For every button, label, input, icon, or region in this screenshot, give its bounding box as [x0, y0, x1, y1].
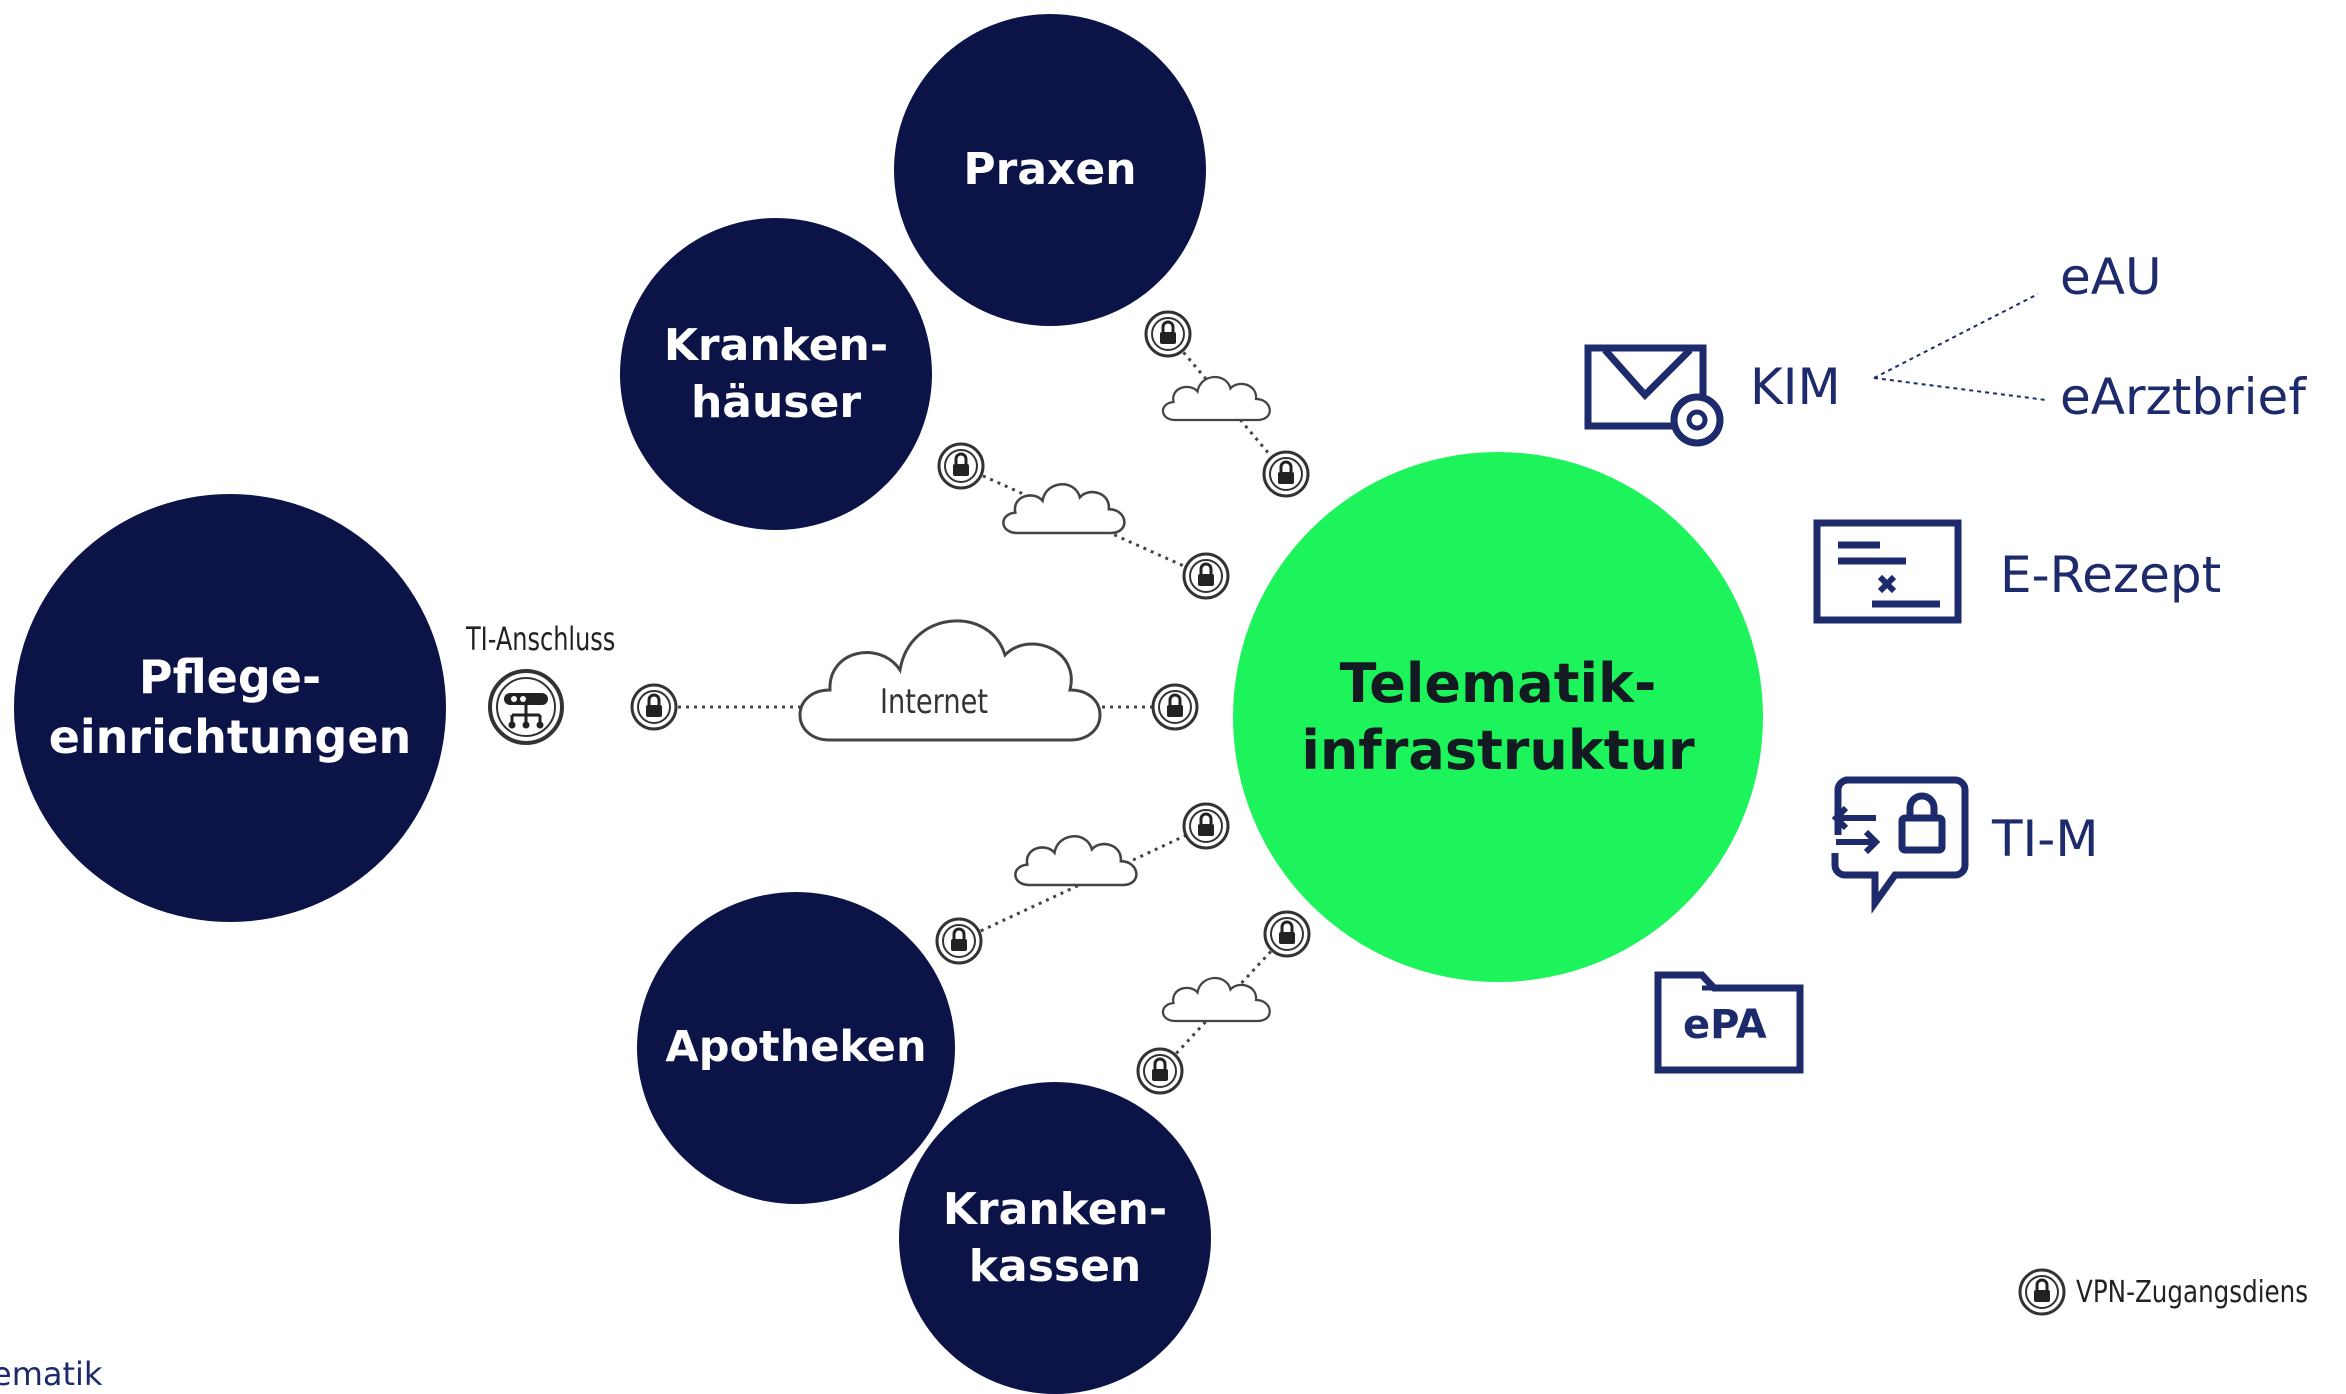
- center-telematikinfrastruktur: Telematik- infrastruktur: [1233, 452, 1763, 982]
- tim-messenger-icon: [1831, 776, 1969, 914]
- kim-mail-icon: [1584, 344, 1724, 447]
- lock-icon: [1263, 910, 1311, 958]
- lock-icon: [937, 442, 985, 490]
- node-apotheken-label: Apotheken: [665, 1022, 927, 1073]
- lock-icon: [1136, 1047, 1184, 1095]
- lock-icon: [1182, 802, 1230, 850]
- erezept-label: E-Rezept: [2000, 546, 2222, 604]
- internet-label: Internet: [880, 682, 989, 722]
- ti-anschluss-label: TI-Anschluss: [466, 620, 616, 658]
- vpn-legend: VPN-Zugangsdiens: [2018, 1268, 2346, 1316]
- lock-icon: [935, 917, 983, 965]
- node-praxen-label: Praxen: [963, 144, 1137, 196]
- node-krankenkassen-label: Kranken- kassen: [942, 1183, 1168, 1292]
- router-icon: [488, 669, 564, 745]
- node-krankenkassen: Kranken- kassen: [899, 1082, 1211, 1394]
- lock-icon: [1151, 683, 1199, 731]
- node-krankenhaeuser: Kranken- häuser: [620, 218, 932, 530]
- node-praxen: Praxen: [894, 14, 1206, 326]
- internet-cloud-icon: [798, 619, 1102, 742]
- kim-sub-earztbrief: eArztbrief: [2060, 368, 2306, 426]
- kim-sub-eau: eAU: [2060, 248, 2162, 306]
- node-apotheken: Apotheken: [637, 892, 955, 1204]
- kim-label: KIM: [1750, 358, 1841, 416]
- cloud-icon: [1014, 835, 1138, 887]
- cloud-icon: [1161, 976, 1271, 1023]
- prescription-icon: [1813, 519, 1962, 624]
- lock-icon: [630, 683, 678, 731]
- cloud-icon: [1161, 375, 1271, 422]
- lock-icon: [1144, 310, 1192, 358]
- lock-icon: [1262, 450, 1310, 498]
- node-pflegeeinrichtungen: Pflege- einrichtungen: [14, 494, 446, 922]
- lock-icon: [2018, 1268, 2066, 1316]
- footer-brand: ematik: [0, 1355, 103, 1393]
- center-label: Telematik- infrastruktur: [1301, 651, 1695, 783]
- epa-label: ePA: [1683, 1002, 1767, 1048]
- lock-icon: [1182, 552, 1230, 600]
- vpn-legend-label: VPN-Zugangsdiens: [2076, 1274, 2309, 1310]
- epa-folder-icon: [1654, 971, 1804, 1074]
- tim-label: TI-M: [1992, 810, 2099, 868]
- node-krankenhaeuser-label: Kranken- häuser: [663, 319, 889, 428]
- kim-branch-lines: [1873, 293, 2047, 401]
- node-pflege-label: Pflege- einrichtungen: [48, 650, 412, 764]
